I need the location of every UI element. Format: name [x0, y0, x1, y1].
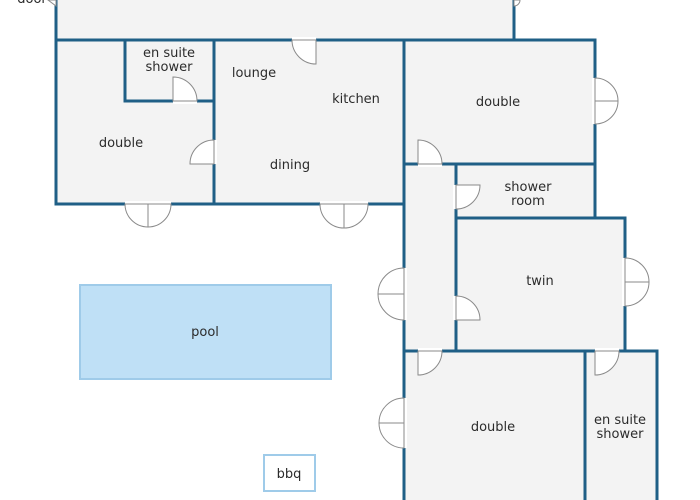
doors	[47, 0, 650, 449]
double-label: double	[471, 420, 515, 435]
door-label: door	[17, 0, 47, 7]
twin-room-floor	[456, 218, 625, 351]
pool	[79, 284, 332, 380]
entry-door-swing	[47, 0, 57, 7]
bbq	[263, 454, 316, 492]
french-door-swing	[377, 293, 405, 321]
shower-room-label: shower	[505, 180, 553, 195]
pool-label: pool	[191, 325, 219, 340]
top-hall-floor	[56, 0, 514, 40]
french-door-swing	[594, 77, 619, 102]
french-door-swing	[594, 100, 619, 125]
door-swing	[455, 184, 481, 210]
double-room-3-floor	[404, 351, 585, 500]
door-swing	[417, 139, 443, 165]
french-door-swing	[124, 203, 149, 228]
door-swing	[417, 350, 443, 376]
corridor-floor	[404, 164, 456, 351]
french-door-swing	[319, 203, 345, 229]
en-suite-shower-label: shower	[597, 427, 645, 442]
french-door-swing	[378, 422, 405, 449]
room-labels: door en suite shower lounge kitchen doub…	[17, 0, 646, 482]
kitchen-label: kitchen	[332, 92, 380, 107]
living-floor	[214, 40, 404, 204]
shower-room-label: room	[511, 194, 545, 209]
room-floors	[56, 0, 657, 500]
door-swing	[291, 39, 317, 65]
lounge-label: lounge	[232, 66, 276, 81]
french-door-swing	[378, 397, 405, 424]
en-suite-shower-label: shower	[146, 60, 194, 75]
double-room-2-floor	[404, 40, 595, 164]
bbq-label: bbq	[277, 467, 302, 482]
french-door-swing	[147, 203, 172, 228]
double-label: double	[99, 136, 143, 151]
door-swing	[513, 0, 521, 7]
twin-label: twin	[526, 274, 554, 289]
french-door-swing	[343, 203, 369, 229]
en-suite-1-floor	[125, 40, 213, 101]
en-suite-2-floor	[585, 351, 657, 500]
french-door-swing	[377, 267, 405, 295]
en-suite-shower-label: en suite	[594, 413, 646, 428]
en-suite-shower-label: en suite	[143, 46, 195, 61]
door-swing	[594, 350, 620, 376]
french-door-swing	[624, 281, 650, 307]
french-door-swing	[624, 257, 650, 283]
door-swing	[455, 295, 481, 321]
door-swing	[172, 76, 198, 102]
double-label: double	[476, 95, 520, 110]
door-swing	[189, 139, 215, 165]
dining-label: dining	[270, 158, 310, 173]
